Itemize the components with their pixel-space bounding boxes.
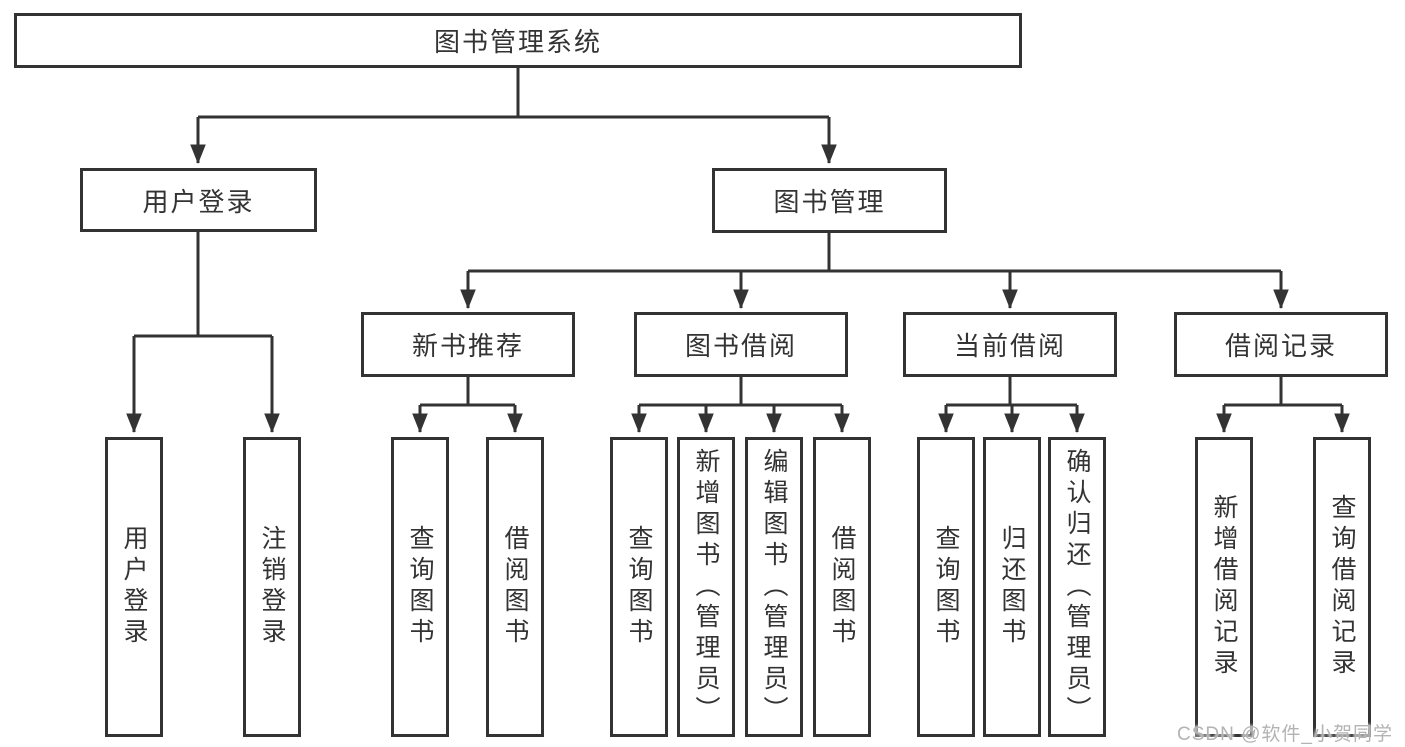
leaf-borrow-book-label: 借阅图书: [828, 525, 856, 649]
leaf-query-book-current-label: 查询图书: [932, 525, 960, 649]
node-root-system: 图书管理系统: [14, 13, 1022, 68]
leaf-user-login: 用户登录: [105, 437, 163, 737]
leaf-return-book: 归还图书: [983, 437, 1041, 737]
branch-book-borrow: [631, 377, 850, 433]
node-new-book-recommend: 新书推荐: [361, 312, 575, 377]
leaf-confirm-return-admin-label: 确认归还（管理员）: [1063, 447, 1091, 727]
branch-current-borrow: [938, 377, 1085, 433]
leaf-add-borrow-record: 新增借阅记录: [1195, 437, 1253, 737]
watermark-text: CSDN @软件_小贺同学: [1177, 724, 1393, 745]
leaf-query-book-current: 查询图书: [917, 437, 975, 737]
leaf-query-book-borrow-label: 查询图书: [625, 525, 653, 649]
leaf-edit-book-admin-label: 编辑图书（管理员）: [760, 447, 788, 727]
leaf-query-book-recommend: 查询图书: [391, 437, 449, 737]
leaf-add-book-admin-label: 新增图书（管理员）: [692, 447, 720, 727]
leaf-user-login-label: 用户登录: [120, 525, 148, 649]
leaf-borrow-book: 借阅图书: [813, 437, 871, 737]
node-book-management: 图书管理: [712, 168, 947, 233]
leaf-edit-book-admin: 编辑图书（管理员）: [745, 437, 803, 737]
leaf-query-borrow-record: 查询借阅记录: [1313, 437, 1371, 737]
leaf-borrow-book-recommend-label: 借阅图书: [501, 525, 529, 649]
node-book-borrow: 图书借阅: [634, 312, 848, 377]
leaf-add-borrow-record-label: 新增借阅记录: [1210, 494, 1238, 680]
leaf-return-book-label: 归还图书: [998, 525, 1026, 649]
leaf-query-book-borrow: 查询图书: [610, 437, 668, 737]
branch-borrow-records: [1216, 377, 1350, 433]
node-borrow-records: 借阅记录: [1174, 312, 1388, 377]
leaf-add-book-admin: 新增图书（管理员）: [677, 437, 735, 737]
branch-user-login: [126, 232, 280, 433]
branch-root: [190, 68, 837, 164]
leaf-logout-label: 注销登录: [258, 525, 286, 649]
branch-new-book-recommend: [412, 377, 523, 433]
leaf-confirm-return-admin: 确认归还（管理员）: [1048, 437, 1106, 737]
branch-book-management: [460, 233, 1289, 309]
leaf-borrow-book-recommend: 借阅图书: [486, 437, 544, 737]
leaf-query-book-recommend-label: 查询图书: [406, 525, 434, 649]
node-user-login: 用户登录: [80, 168, 317, 232]
leaf-query-borrow-record-label: 查询借阅记录: [1328, 494, 1356, 680]
leaf-logout: 注销登录: [243, 437, 301, 737]
node-current-borrow: 当前借阅: [903, 312, 1117, 377]
